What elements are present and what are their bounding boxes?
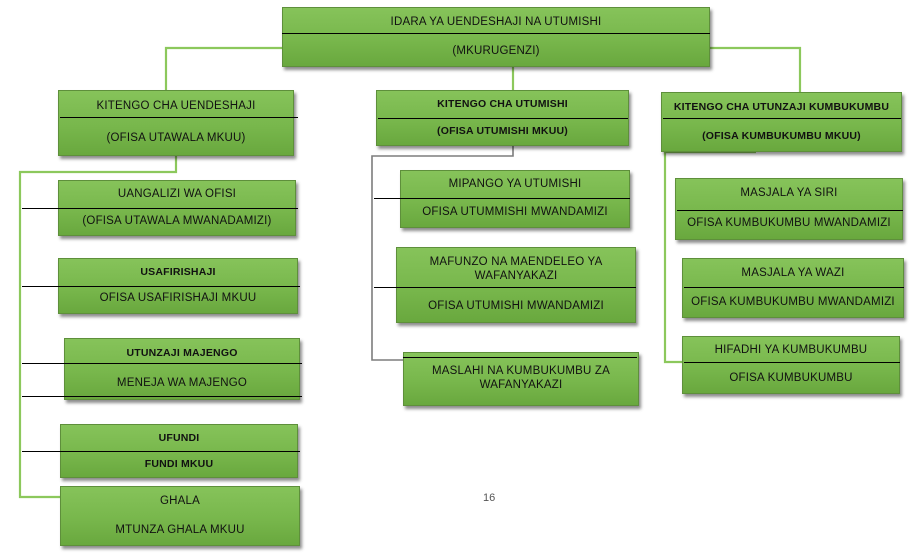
subunit-officer: OFISA USAFIRISHAJI MKUU [99,292,257,305]
subunit-records-archive: HIFADHI YA KUMBUKUMBU OFISA KUMBUKUMBU [682,336,900,394]
unit-head-officer: (OFISA UTAWALA MKUU) [106,132,246,145]
subunit-title: MAFUNZO NA MAENDELEO YA WAFANYAKAZI [429,256,603,282]
divider-confidential-registry [677,210,903,211]
connector-left-trunk [18,156,178,499]
divider-open-registry [684,287,904,288]
subunit-title: USAFIRISHAJI [140,265,216,278]
divider-transport [22,286,300,287]
top-subtitle: (MKURUGENZI) [452,44,540,57]
subunit-title: MASJALA YA SIRI [740,187,838,200]
subunit-store: GHALA MTUNZA GHALA MKUU [60,486,300,546]
subunit-title: MASLAHI NA KUMBUKUMBU ZA WAFANYAKAZI [432,365,610,391]
subunit-confidential-registry: MASJALA YA SIRI OFISA KUMBUKUMBU MWANDAM… [675,178,903,240]
connector-right-trunk [663,150,756,364]
subunit-officer: OFISA KUMBUKUMBU [729,372,853,385]
top-box-directorate: IDARA YA UENDESHAJI NA UTUMISHI (MKURUGE… [282,7,710,67]
unit-head-records: KITENGO CHA UTUNZAJI KUMBUKUMBU (OFISA K… [661,92,902,152]
divider-records-archive [684,362,900,363]
divider-staff-training [374,287,636,288]
unit-head-officer: (OFISA UTUMISHI MKUU) [437,125,568,138]
subunit-open-registry: MASJALA YA WAZI OFISA KUMBUKUMBU MWANDAM… [682,258,904,318]
subunit-title: GHALA [160,494,200,507]
divider-staff-welfare [403,357,637,358]
subunit-officer: OFISA UTUMMISHI MWANDAMIZI [422,206,608,219]
subunit-officer: (OFISA UTAWALA MWANADAMIZI) [82,214,272,227]
connector-middle-trunk [371,146,514,361]
subunit-buildings: UTUNZAJI MAJENGO MENEJA WA MAJENGO [64,338,300,400]
subunit-title: MIPANGO YA UTUMISHI [448,178,582,191]
divider-col3-head [663,118,901,119]
subunit-staff-welfare: MASLAHI NA KUMBUKUMBU ZA WAFANYAKAZI [403,352,639,406]
subunit-title: UFUNDI [158,431,200,444]
page-number: 16 [483,492,496,504]
unit-head-title: KITENGO CHA UENDESHAJI [96,100,256,113]
subunit-title: MASJALA YA WAZI [741,266,845,279]
subunit-title: UANGALIZI WA OFISI [117,187,237,200]
subunit-officer: FUNDI MKUU [144,457,214,470]
subunit-officer: OFISA KUMBUKUMBU MWANDAMIZI [687,217,891,230]
divider-office-supervision [22,208,298,209]
unit-head-title: KITENGO CHA UTUNZAJI KUMBUKUMBU [673,101,890,114]
subunit-officer: OFISA UTUMISHI MWANDAMIZI [428,300,604,313]
divider-col1-head [60,117,298,118]
divider-technical [22,451,300,452]
divider-col2-head [378,118,628,119]
unit-head-administration: KITENGO CHA UENDESHAJI (OFISA UTAWALA MK… [58,90,294,156]
divider-staff-planning [374,198,630,199]
subunit-officer: MENEJA WA MAJENGO [116,376,248,389]
divider-buildings-bottom [22,396,302,397]
subunit-staff-planning: MIPANGO YA UTUMISHI OFISA UTUMMISHI MWAN… [400,170,630,228]
subunit-title: HIFADHI YA KUMBUKUMBU [714,344,868,357]
divider-buildings-top [22,363,302,364]
connector-top-to-left [164,46,282,90]
subunit-officer: MTUNZA GHALA MKUU [115,523,245,536]
subunit-title: UTUNZAJI MAJENGO [126,347,238,360]
subunit-officer: OFISA KUMBUKUMBU MWANDAMIZI [691,295,895,308]
unit-head-officer: (OFISA KUMBUKUMBU MKUU) [702,130,861,143]
connector-top-to-right [710,46,802,92]
top-title: IDARA YA UENDESHAJI NA UTUMISHI [390,15,602,28]
unit-head-title: KITENGO CHA UTUMISHI [437,98,568,111]
subunit-staff-training: MAFUNZO NA MAENDELEO YA WAFANYAKAZI OFIS… [396,247,636,323]
divider-top [282,33,710,34]
